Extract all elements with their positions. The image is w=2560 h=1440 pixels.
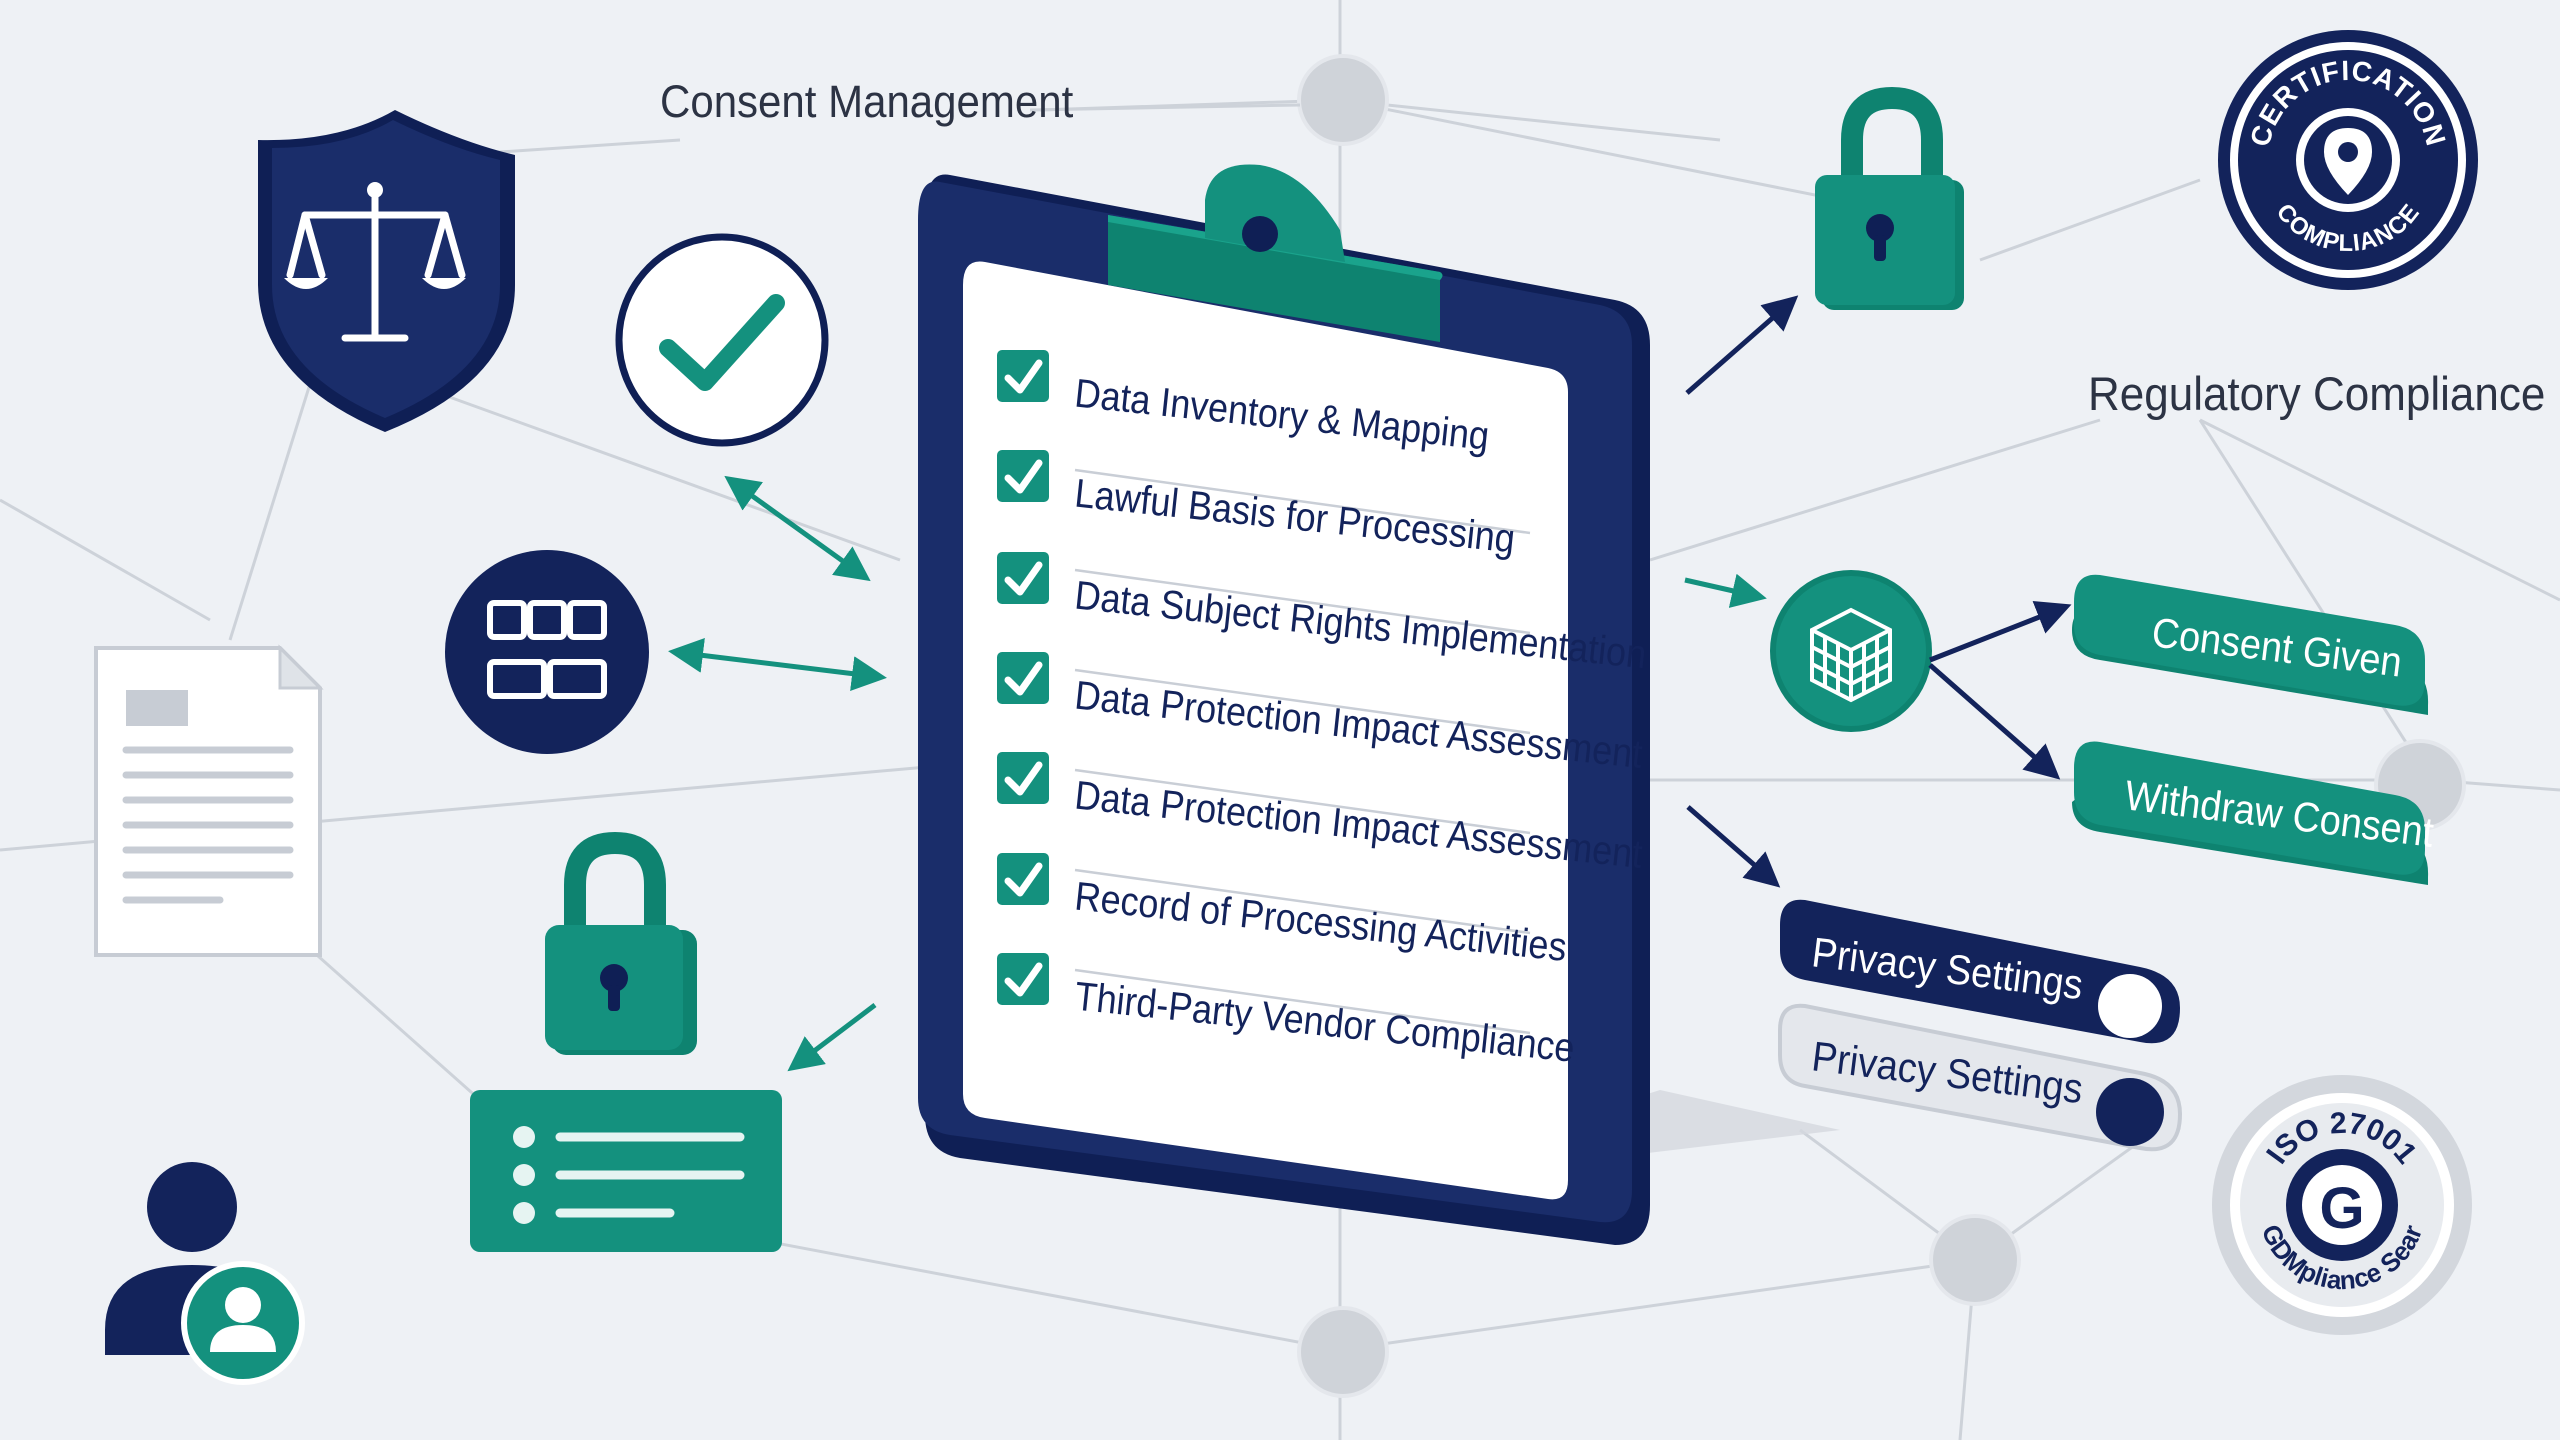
checkmark-circle-icon — [615, 233, 829, 447]
scales-shield-icon — [258, 110, 515, 432]
document-icon — [94, 644, 324, 957]
checkbox-4 — [997, 652, 1049, 704]
grid-circle-icon — [445, 550, 649, 754]
consent-management-label: Consent Management — [660, 76, 1074, 127]
network-node — [1297, 54, 1389, 146]
cube-circle-icon — [1770, 570, 1932, 732]
lock-icon — [545, 831, 697, 1055]
consent-given-button[interactable] — [2072, 574, 2429, 715]
list-card-icon — [470, 1090, 782, 1252]
network-nodes — [1297, 54, 2466, 1398]
checkbox-7 — [997, 953, 1049, 1005]
privacy-settings-toggle-on[interactable] — [1780, 899, 2180, 1044]
iso-seal-letter: G — [2319, 1176, 2364, 1241]
withdraw-consent-button[interactable] — [2072, 741, 2429, 885]
iso-seal-icon: G ISO 27001 GDMpliance Sear — [2212, 1075, 2472, 1335]
checkbox-5 — [997, 752, 1049, 804]
checkbox-3 — [997, 552, 1049, 604]
clipboard — [918, 164, 1840, 1245]
user-icon — [105, 1162, 305, 1385]
checkbox-1 — [997, 350, 1049, 402]
certification-badge-icon: CERTIFICATION COMPLIANCE — [2218, 30, 2478, 290]
flow-arrows — [668, 295, 2072, 1072]
network-node — [1297, 1306, 1389, 1398]
privacy-settings-toggle-off[interactable] — [1778, 1003, 2183, 1152]
checkbox-2 — [997, 450, 1049, 502]
checkbox-6 — [997, 853, 1049, 905]
lock-icon — [1815, 86, 1964, 310]
regulatory-compliance-label: Regulatory Compliance — [2088, 368, 2546, 421]
network-node — [1929, 1214, 2021, 1306]
